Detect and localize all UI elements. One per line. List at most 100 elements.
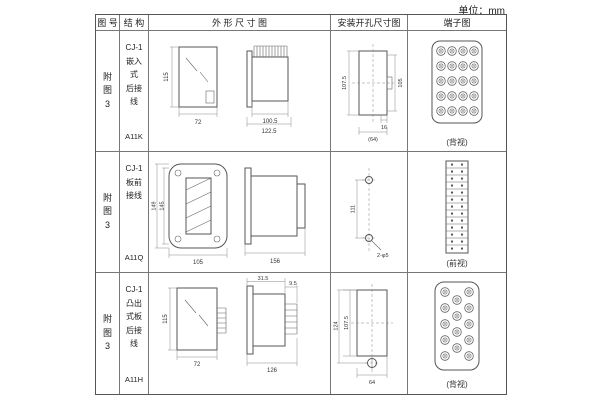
front-view [178,46,218,108]
terminal-drawing-row1: (背视) [408,31,506,152]
install-drawing-row1: 107.5 105 16 (64) [331,31,408,152]
dim-inner-height: 145 [160,167,169,245]
dim-label-hole-spacing: 111 [351,205,357,213]
header-install-dims: 安装开孔尺寸图 [331,15,408,31]
dim-label-depth: 100.5 [262,119,278,125]
structure-name: CJ-1 嵌入式 后接线 [125,43,143,107]
dim-height: 115 [164,46,179,108]
side-view [246,285,298,354]
front-view [176,287,227,350]
outline-svg-row1: 115 72 100.5 122.5 [164,45,292,135]
dim-label-total-depth: 126 [267,368,278,374]
outline-svg-row2: 149 145 105 156 [152,163,306,266]
dim-flange-depth: 31.5 [246,276,286,293]
structure-model: A11K [125,132,143,141]
dim-total-depth: 122.5 [246,117,292,135]
outline-drawing-row1: 115 72 100.5 122.5 [149,31,331,152]
side-view [246,45,289,108]
dim-label-cutout-width: (64) [368,137,378,143]
dim-cutout-height: 107.5 [343,289,357,356]
terminal-view-label: (背视) [446,380,468,389]
figure-no-text: 附图3 [102,314,112,352]
dim-cutout-width: (64) [358,127,388,143]
structure-model: A11H [124,375,144,384]
dim-flange-height: 149 [152,163,169,249]
install-drawing-row2: 111 2-φ5 [331,152,408,273]
cutout-outline [351,283,393,374]
install-svg-row3: 107.5 124 64 [334,283,393,386]
dim-label-width: 72 [194,362,201,368]
header-outline-dims: 外 形 尺 寸 图 [149,15,331,31]
dim-depth: 100.5 [251,101,289,125]
install-svg-row2: 111 2-φ5 [351,168,389,259]
outline-drawing-row3: 115 72 31.5 9.5 126 [149,273,331,394]
structure-row2: CJ-1 板前接线 A11Q [120,152,149,273]
dim-width: 72 [178,107,218,126]
terminal-strip-rows [446,167,468,245]
terminal-screws [440,287,474,361]
dim-label-total-depth: 122.5 [261,129,277,135]
install-drawing-row3: 107.5 124 64 [331,273,408,394]
structure-row1: CJ-1 嵌入式 后接线 A11K [120,31,149,152]
dim-label-width: 72 [195,120,202,126]
structure-model: A11Q [124,253,144,262]
header-terminal-diagram: 端子图 [408,15,506,31]
dim-inner-height: 105 [387,54,404,112]
dim-label-cutout-height: 107.5 [342,76,348,90]
dim-label-body-depth: 156 [270,259,281,265]
dim-body-depth: 156 [244,228,306,265]
dim-tab-width: 16 [380,115,388,131]
figure-no-text: 附图3 [102,71,112,109]
terminal-drawing-row3: (背视) [408,273,506,394]
dim-cutout-width: 64 [356,355,388,386]
terminal-block-outline [431,40,483,123]
terminal-drawing-row2: (前视) [408,152,506,273]
spec-table: 图 号 结 构 外 形 尺 寸 图 安装开孔尺寸图 端子图 附图3 CJ-1 嵌… [95,14,507,395]
terminal-block-outline [434,281,480,371]
outline-svg-row3: 115 72 31.5 9.5 126 [163,276,298,374]
terminal-svg-row3 [434,281,480,371]
unit-label: 单位：mm [458,6,505,17]
structure-row3: CJ-1 凸出式板后接线 A11H [120,273,149,394]
figure-no-text: 附图3 [102,192,112,230]
terminal-svg-row2 [445,160,469,253]
terminal-view-label: (前视) [446,258,468,268]
terminal-view-label: (背视) [446,137,468,147]
structure-name: CJ-1 板前接线 [125,164,143,201]
header-structure: 结 构 [120,15,149,31]
outline-drawing-row2: 149 145 105 156 [149,152,331,273]
mounting-holes [362,168,376,252]
dim-width: 72 [176,349,218,368]
dim-pin-depth: 9.5 [285,281,298,303]
structure-name: CJ-1 凸出式板后接线 [125,285,143,349]
dim-label-inner-height: 105 [398,78,404,87]
dim-label-cutout-height: 107.5 [344,316,350,330]
dim-total-depth: 126 [246,337,298,374]
install-svg-row1: 107.5 105 16 (64) [342,44,404,143]
hole-callout-label: 2-φ5 [377,253,389,259]
dim-label-flange-width: 105 [193,260,204,266]
dim-hole-spacing: 111 [351,179,365,239]
dim-label-height: 115 [163,313,169,323]
terminal-screws [436,45,479,116]
cutout-outline [352,44,394,122]
side-view [244,167,306,245]
figure-no-row2: 附图3 [96,152,120,273]
header-figure-no: 图 号 [96,15,120,31]
dim-flange-width: 105 [168,248,228,266]
dim-hole-spacing: 124 [334,289,367,363]
dim-label-hole-spacing: 124 [334,321,340,330]
flange-front-view [168,163,228,249]
terminal-strip-outline [445,160,469,253]
figure-no-row3: 附图3 [96,273,120,394]
dim-label-height: 115 [164,72,170,82]
dim-height: 115 [163,287,177,350]
dim-label-flange-depth: 31.5 [258,276,269,282]
hole-callout: 2-φ5 [371,240,389,259]
dim-label-tab-width: 16 [381,125,387,131]
dim-label-inner-height: 145 [160,201,166,210]
figure-no-row1: 附图3 [96,31,120,152]
dim-label-flange-height: 149 [152,201,158,210]
dim-label-cutout-width: 64 [369,380,375,386]
dim-label-pin-depth: 9.5 [289,281,297,287]
